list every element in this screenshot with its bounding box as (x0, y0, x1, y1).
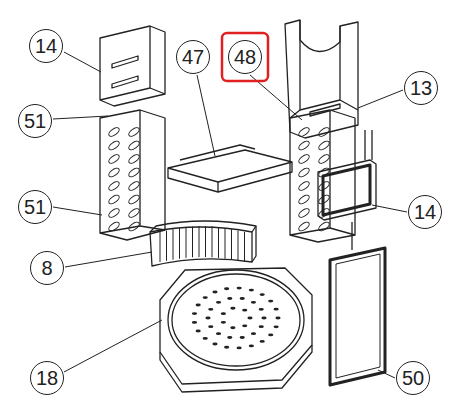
grate-front (150, 221, 256, 266)
callout-text: 18 (36, 368, 58, 388)
base-plate (160, 268, 312, 392)
callout-text: 13 (410, 78, 432, 98)
curved-back-panel (285, 20, 358, 138)
callout-number: 14 (29, 29, 63, 63)
side-panel-left (100, 110, 165, 240)
callout-number: 47 (176, 40, 210, 74)
callout-number: 8 (30, 251, 64, 285)
baffle-plate (168, 145, 292, 192)
callout-text: 48 (234, 47, 256, 67)
leader-lines (53, 52, 407, 378)
callout-number: 51 (18, 190, 52, 224)
glass-panel (330, 248, 385, 385)
callout-text: 14 (35, 36, 57, 56)
callout-text: 51 (24, 111, 46, 131)
callout-number: 13 (404, 71, 438, 105)
callout-text: 51 (24, 197, 46, 217)
callout-number: 48 (228, 40, 262, 74)
base-holes (192, 287, 281, 350)
back-plate (100, 26, 165, 106)
grate-bars (160, 226, 245, 262)
callout-text: 8 (41, 258, 52, 278)
callout-number: 14 (408, 195, 442, 229)
side-plate (318, 130, 376, 250)
highlight-box (222, 33, 268, 81)
callout-number: 18 (30, 361, 64, 395)
callout-number: 51 (18, 104, 52, 138)
callout-number: 50 (396, 361, 430, 395)
callout-text: 14 (414, 202, 436, 222)
air-slots (107, 126, 330, 232)
callout-text: 47 (182, 47, 204, 67)
callout-text: 50 (402, 368, 424, 388)
